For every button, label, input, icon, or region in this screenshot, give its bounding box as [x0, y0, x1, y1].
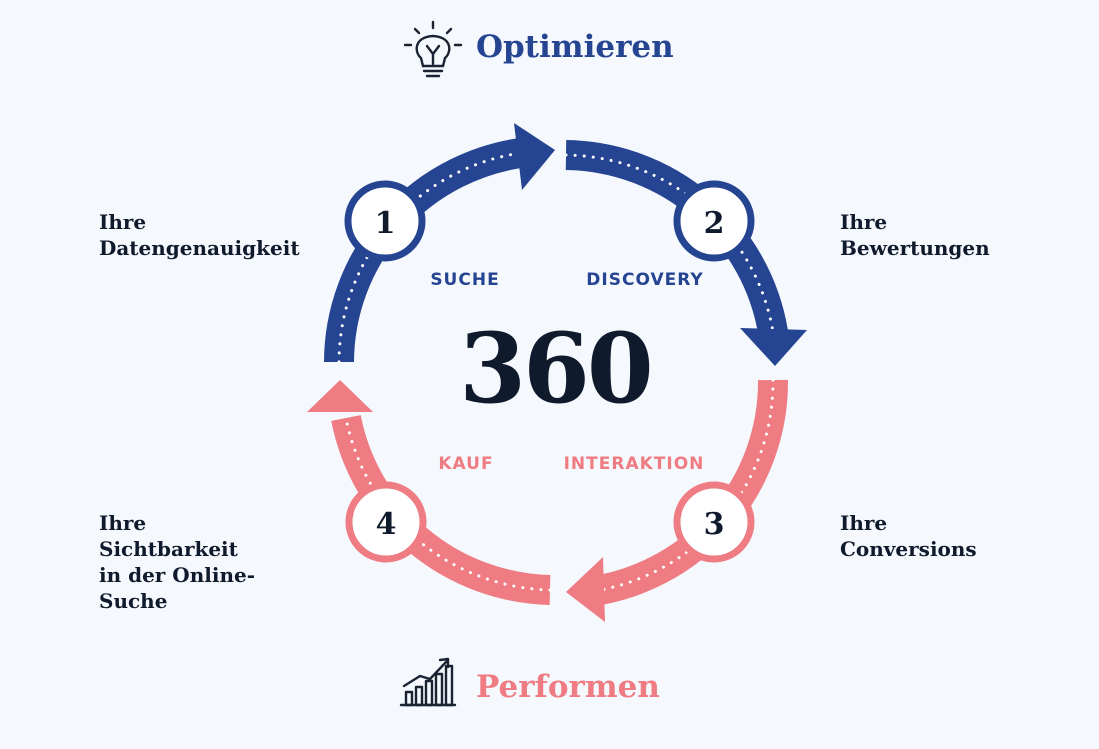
stage-label-discovery: DISCOVERY — [586, 270, 703, 290]
side-label-2: Ihre Bewertungen — [840, 209, 990, 261]
arrow-head-purchase — [307, 380, 373, 412]
step-2-number: 2 — [704, 206, 725, 241]
side-label-3-line-2: Conversions — [840, 537, 977, 561]
step-3: 3 — [673, 481, 755, 563]
side-label-4-line-4: Suche — [99, 589, 168, 613]
side-label-1-line-2: Datengenauigkeit — [99, 236, 300, 260]
arrow-head-interaction — [566, 557, 605, 622]
side-label-4: Ihre Sichtbarkeit in der Online- Suche — [99, 510, 255, 614]
center-number: 360 — [459, 312, 650, 425]
step-3-number: 3 — [704, 507, 725, 542]
arrow-arc-discovery-dots — [564, 153, 775, 334]
step-1: 1 — [344, 180, 426, 262]
arrow-head-discovery — [740, 328, 807, 366]
step-4: 4 — [345, 481, 427, 563]
side-label-4-line-2: Sichtbarkeit — [99, 537, 238, 561]
side-label-4-line-1: Ihre — [99, 511, 147, 535]
step-4-number: 4 — [376, 507, 397, 542]
growth-chart-icon — [399, 657, 457, 707]
top-heading: Optimieren — [476, 29, 674, 65]
stage-label-suche: SUCHE — [430, 270, 499, 290]
step-2: 2 — [673, 180, 755, 262]
side-label-1: Ihre Datengenauigkeit — [99, 209, 300, 261]
stage-label-kauf: KAUF — [438, 454, 493, 474]
step-1-number: 1 — [375, 206, 396, 241]
side-label-4-line-3: in der Online- — [99, 563, 256, 587]
bottom-heading: Performen — [476, 669, 660, 705]
side-label-3-line-1: Ihre — [840, 511, 888, 535]
side-label-2-line-2: Bewertungen — [840, 236, 990, 260]
stage-label-interaktion: INTERAKTION — [564, 454, 705, 474]
lightbulb-icon — [403, 20, 463, 78]
arrow-head-search — [514, 123, 555, 190]
side-label-3: Ihre Conversions — [840, 510, 977, 562]
side-label-2-line-1: Ihre — [840, 210, 888, 234]
side-label-1-line-1: Ihre — [99, 210, 147, 234]
